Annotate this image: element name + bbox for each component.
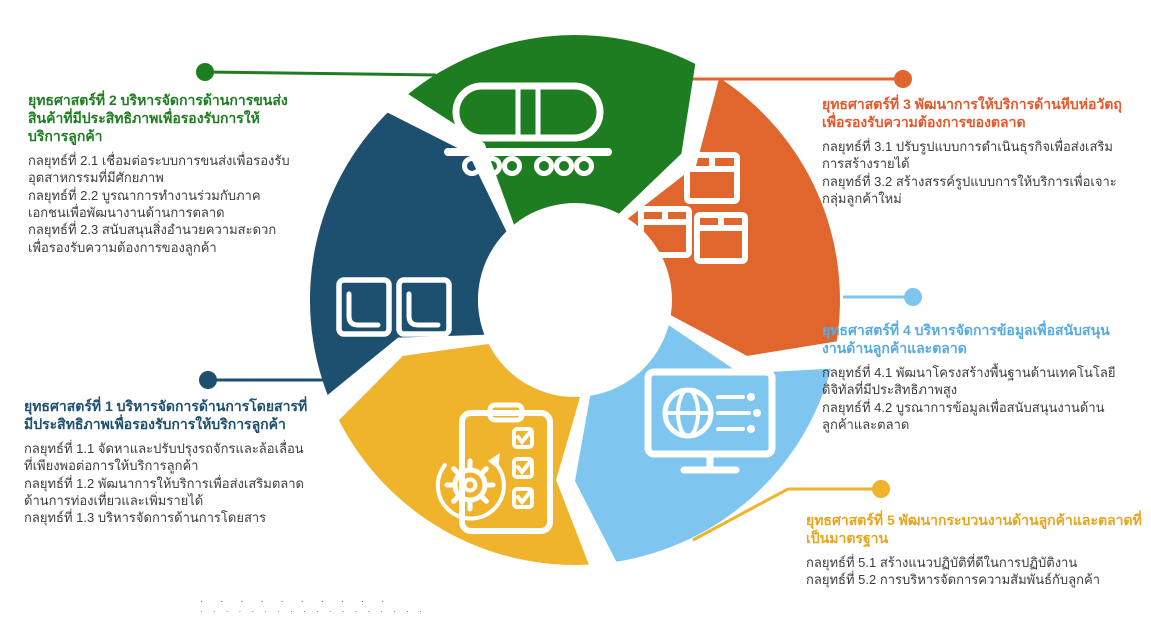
strategy-3-callout: ยุทธศาสตร์ที่ 3 พัฒนาการให้บริการด้านหีบ… xyxy=(822,96,1124,207)
footnote: · · · · · · · · · · · · · · · · · · · · … xyxy=(200,596,500,616)
strategy-4-callout: ยุทธศาสตร์ที่ 4 บริหารจัดการข้อมูลเพื่อส… xyxy=(822,322,1124,433)
strategy-3-item-1: กลยุทธ์ที่ 3.1 ปรับรูปแบบการดำเนินธุรกิจ… xyxy=(822,138,1113,172)
strategy-1-item-2: กลยุทธ์ที่ 1.2 พัฒนาการให้บริการเพื่อส่ง… xyxy=(24,475,304,509)
strategy-2-heading: ยุทธศาสตร์ที่ 2 บริหารจัดการด้านการขนส่ง… xyxy=(28,92,288,144)
parcel-boxes-icon xyxy=(638,152,748,264)
strategy-1-callout: ยุทธศาสตร์ที่ 1 บริหารจัดการด้านการโดยสา… xyxy=(24,398,312,527)
strategy-2-item-1: กลยุทธ์ที่ 2.1 เชื่อมต่อระบบการขนส่งเพื่… xyxy=(28,152,290,186)
strategy-1-connector-dot xyxy=(199,371,217,389)
passenger-seats-icon xyxy=(336,277,452,337)
strategy-4-connector-dot xyxy=(904,288,922,306)
segment-data xyxy=(575,325,831,562)
strategy-3-heading: ยุทธศาสตร์ที่ 3 พัฒนาการให้บริการด้านหีบ… xyxy=(822,96,1122,130)
checklist-gear-icon xyxy=(435,402,553,534)
strategy-1-heading: ยุทธศาสตร์ที่ 1 บริหารจัดการด้านการโดยสา… xyxy=(24,398,308,432)
strategy-5-connector-dot xyxy=(872,480,890,498)
strategy-5-item-1: กลยุทธ์ที่ 5.1 สร้างแนวปฏิบัติที่ดีในการ… xyxy=(806,554,1078,570)
strategy-2-callout: ยุทธศาสตร์ที่ 2 บริหารจัดการด้านการขนส่ง… xyxy=(28,92,292,256)
footnote-line-1: · · · · · · · · · · xyxy=(200,596,392,607)
strategy-wheel xyxy=(295,20,855,580)
strategy-4-item-1: กลยุทธ์ที่ 4.1 พัฒนาโครงสร้างพื้นฐานด้าน… xyxy=(822,364,1116,398)
strategy-1-item-3: กลยุทธ์ที่ 1.3 บริหารจัดการด้านการโดยสาร xyxy=(24,510,267,526)
strategy-5-item-2: กลยุทธ์ที่ 5.2 การบริหารจัดการความสัมพัน… xyxy=(806,572,1100,588)
strategy-2-item-2: กลยุทธ์ที่ 2.2 บูรณาการทำงานร่วมกับภาคเอ… xyxy=(28,187,261,220)
strategy-3-connector-dot xyxy=(894,70,912,88)
segment-freight xyxy=(408,35,696,225)
strategy-1-item-1: กลยุทธ์ที่ 1.1 จัดหาและปรับปรุงรถจักรและ… xyxy=(24,440,304,474)
footnote-line-2: · · · · · · · · · · · · · · · · · · xyxy=(200,607,426,616)
strategy-3-item-2: กลยุทธ์ที่ 3.2 สร้างสรรค์รูปแบบการให้บริ… xyxy=(822,173,1117,207)
strategy-2-item-3: กลยุทธ์ที่ 2.3 สนับสนุนสิ่งอำนวยความสะดว… xyxy=(28,222,277,255)
strategy-5-callout: ยุทธศาสตร์ที่ 5 พัฒนากระบวนงานด้านลูกค้า… xyxy=(806,512,1142,589)
computer-network-icon xyxy=(644,368,776,474)
tanker-wagon-icon xyxy=(444,82,612,176)
strategy-5-heading: ยุทธศาสตร์ที่ 5 พัฒนากระบวนงานด้านลูกค้า… xyxy=(806,512,1142,546)
strategy-4-heading: ยุทธศาสตร์ที่ 4 บริหารจัดการข้อมูลเพื่อส… xyxy=(822,322,1110,356)
strategy-4-item-2: กลยุทธ์ที่ 4.2 บูรณาการข้อมูลเพื่อสนับสน… xyxy=(822,399,1105,433)
strategy-2-connector-dot xyxy=(196,63,214,81)
